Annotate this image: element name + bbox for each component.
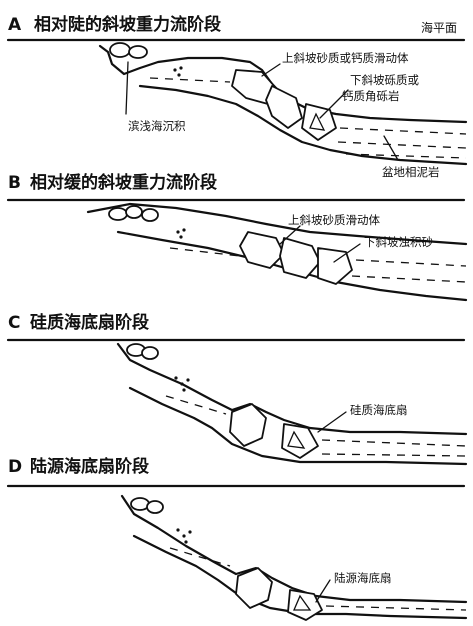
panel-b-strata-line — [352, 276, 466, 282]
panel-c-strata-line — [166, 396, 226, 414]
panel-d-leader — [316, 580, 330, 602]
label-upper-slope-sand-slide: 上斜坡砂质滑动体 — [288, 213, 380, 227]
panel-d: D 陆源海底扇阶段 陆源海底扇 — [8, 456, 466, 620]
panel-c-sand-dot — [182, 388, 185, 391]
panel-c-title: 硅质海底扇阶段 — [30, 312, 149, 333]
panel-a-slump-block — [266, 86, 302, 128]
panel-c-letter: C — [8, 313, 20, 333]
label-lower-slope-gravel: 下斜坡砾质或 — [350, 73, 419, 87]
panel-c-strata-line — [322, 440, 466, 446]
panel-c-strata-line — [322, 454, 466, 456]
panel-b-title: 相对缓的斜坡重力流阶段 — [30, 172, 217, 193]
panel-d-strata-line — [326, 606, 466, 610]
label-siliceous-fan: 硅质海底扇 — [350, 403, 408, 417]
panel-c-sand-dot — [180, 382, 183, 385]
panel-c: C 硅质海底扇阶段 硅质海底扇 — [8, 312, 466, 464]
panel-a-leader — [126, 62, 128, 114]
panel-c-slope-surface — [118, 344, 466, 434]
panel-d-letter: D — [8, 457, 22, 477]
label-terrigenous-fan: 陆源海底扇 — [334, 571, 392, 585]
panel-a-nodule — [129, 46, 147, 58]
panel-a-leader — [262, 64, 280, 76]
panel-a-title: 相对陡的斜坡重力流阶段 — [34, 14, 221, 35]
panel-b-sand-dot — [182, 228, 185, 231]
panel-b-slump-block — [240, 232, 284, 268]
panel-a-letter: A — [8, 15, 22, 35]
panel-a-strata-line — [340, 128, 466, 134]
panel-b-sand-dot — [176, 230, 179, 233]
panel-b: B 相对缓的斜坡重力流阶段 上斜坡砂质滑动体 下斜坡浊积砂 — [8, 172, 466, 300]
panel-a-leader — [384, 136, 398, 160]
panel-d-sand-dot — [176, 528, 179, 531]
label-calcareous-breccia: 钙质角砾岩 — [342, 89, 400, 103]
panel-a-sand-dot — [177, 73, 180, 76]
panel-b-nodule — [142, 209, 158, 221]
panel-c-leader — [318, 412, 346, 432]
panel-a-sand-dot — [179, 66, 182, 69]
panel-a-breccia-block — [302, 104, 336, 140]
sea-level-label: 海平面 — [421, 20, 457, 35]
panel-b-sand-dot — [179, 235, 182, 238]
panel-a-strata-line — [150, 78, 230, 82]
panel-c-nodule — [142, 347, 158, 359]
label-littoral-deposit: 滨浅海沉积 — [128, 119, 186, 133]
panel-d-title: 陆源海底扇阶段 — [30, 456, 149, 477]
panel-d-sand-dot — [182, 534, 185, 537]
panel-a-strata-line — [338, 142, 466, 148]
panel-b-letter: B — [8, 173, 21, 193]
panel-a-sand-dot — [173, 68, 176, 71]
label-lower-slope-turbidite: 下斜坡浊积砂 — [364, 235, 433, 249]
panel-a: A 相对陡的斜坡重力流阶段 海平面 上斜坡砂质或钙质滑动体 下斜坡砾质或 钙 — [8, 14, 466, 179]
panel-c-sand-dot — [174, 376, 177, 379]
panel-a-nodule — [110, 43, 130, 57]
panel-b-nodule — [109, 208, 127, 220]
label-basin-mudstone: 盆地相泥岩 — [382, 165, 440, 179]
panel-d-sand-dot — [188, 530, 191, 533]
panel-d-fan-lobe — [288, 590, 322, 620]
panel-b-nodule — [126, 206, 142, 218]
label-upper-slope-slide: 上斜坡砂质或钙质滑动体 — [282, 51, 409, 65]
panel-d-nodule — [147, 501, 163, 513]
panel-c-sand-dot — [186, 378, 189, 381]
panel-d-sand-dot — [184, 540, 187, 543]
panel-b-slump-block — [280, 238, 320, 278]
panel-b-strata-line — [356, 260, 466, 266]
